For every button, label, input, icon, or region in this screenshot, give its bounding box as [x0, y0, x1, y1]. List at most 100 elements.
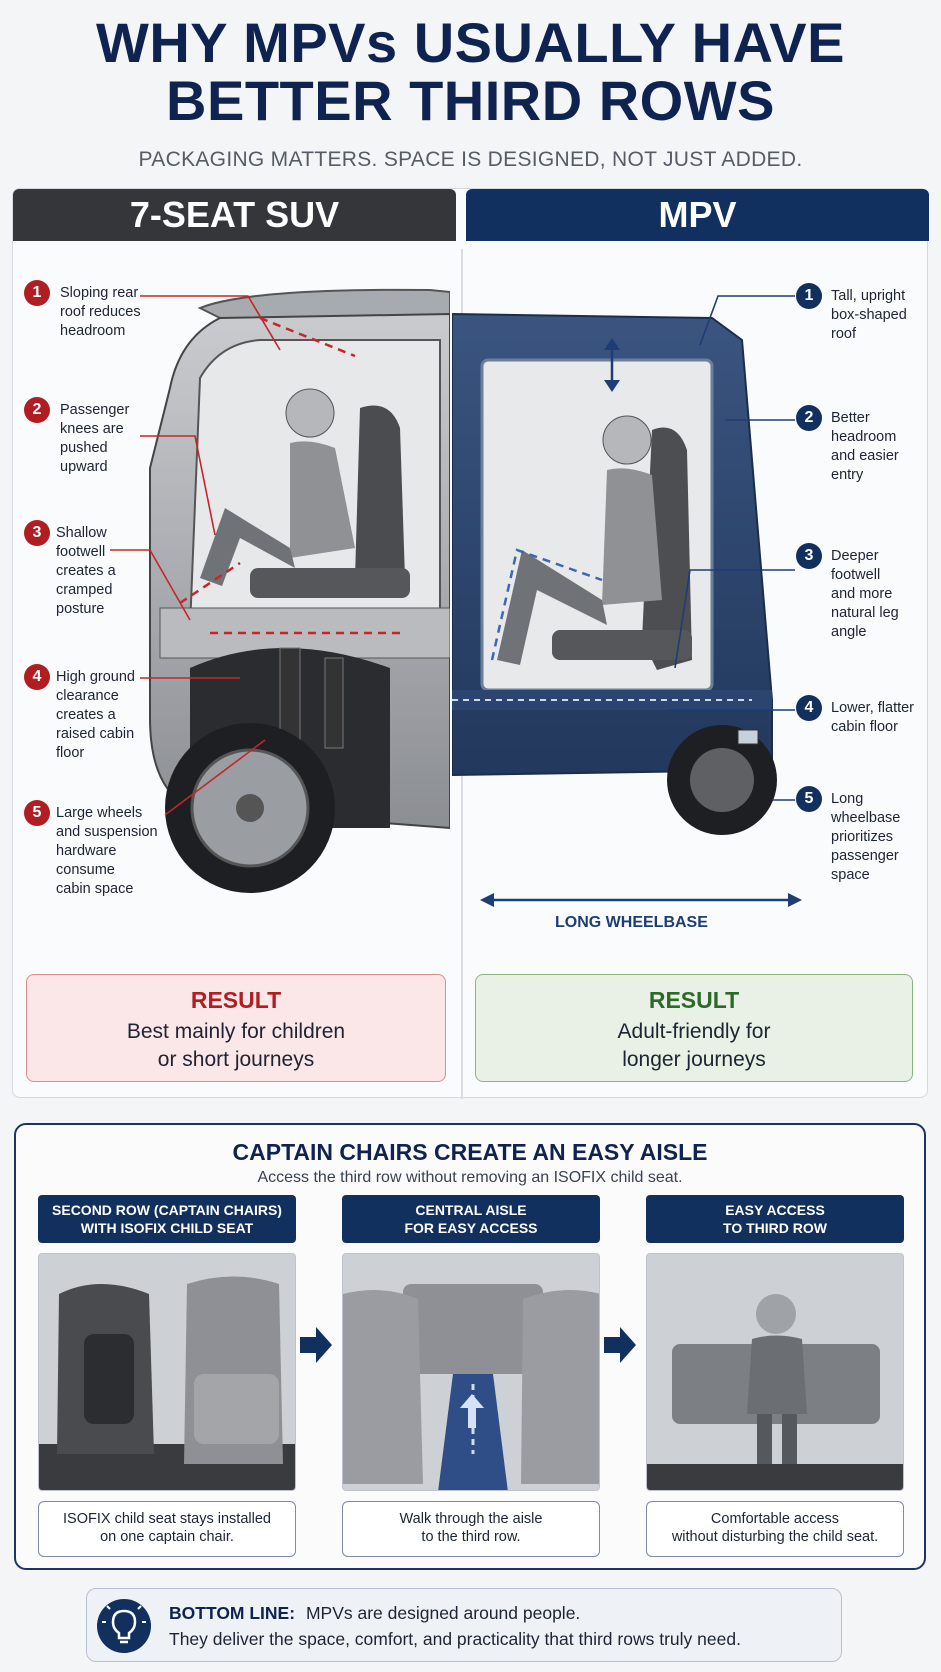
aisle-subtitle: Access the third row without removing an… — [257, 1169, 683, 1186]
callout-text: clearance — [56, 688, 119, 704]
callout-badge: 4 — [796, 695, 822, 721]
callout-text: cabin space — [56, 881, 134, 897]
step-caption: Comfortable access without disturbing th… — [646, 1501, 904, 1557]
lightbulb-icon — [97, 1599, 151, 1653]
step-caption: Walk through the aisle to the third row. — [342, 1501, 600, 1557]
step-heading: EASY ACCESS TO THIRD ROW — [646, 1195, 904, 1243]
callout-text: Passenger — [60, 402, 130, 418]
suv-cutaway-illustration — [149, 288, 450, 893]
double-arrow-icon — [480, 893, 802, 907]
arrow-up-icon — [460, 1394, 484, 1428]
callout-text: creates a — [56, 563, 116, 579]
step-heading: SECOND ROW (CAPTAIN CHAIRS) WITH ISOFIX … — [38, 1195, 296, 1243]
arrow-right-icon — [300, 1327, 332, 1363]
step-caption-line: without disturbing the child seat. — [671, 1529, 879, 1545]
callout-text: space — [831, 867, 870, 883]
callout-badge: 2 — [796, 405, 822, 431]
callout-text: Deeper — [831, 548, 879, 564]
callout-text: Lower, flatter — [831, 700, 915, 716]
step-heading-line: WITH ISOFIX CHILD SEAT — [80, 1220, 254, 1236]
callout-badge: 1 — [796, 283, 822, 309]
callout-text: box-shaped — [831, 307, 907, 323]
mpv-result-line: Adult-friendly for — [617, 1020, 771, 1043]
callout-text: entry — [831, 467, 864, 483]
callout-text: Shallow — [56, 525, 107, 541]
page-subtitle: PACKAGING MATTERS. SPACE IS DESIGNED, NO… — [138, 148, 803, 171]
callout-badge: 5 — [24, 800, 50, 826]
suv-result-line: Best mainly for children — [126, 1020, 346, 1043]
central-aisle-image — [342, 1253, 600, 1491]
callout-text: and suspension — [56, 824, 158, 840]
title-line-2: BETTER THIRD ROWS — [166, 69, 775, 132]
callout-badge: 1 — [24, 280, 50, 306]
callout-text: Tall, upright — [831, 288, 906, 304]
callout-text: Sloping rear — [60, 285, 139, 301]
step-heading-line: CENTRAL AISLE — [415, 1202, 527, 1218]
bottom-line-line1: BOTTOM LINE: MPVs are designed around pe… — [169, 1603, 580, 1624]
step-caption-line: Comfortable access — [710, 1511, 840, 1527]
mpv-cutaway-illustration — [452, 312, 777, 835]
callout-text: High ground — [56, 669, 135, 685]
callout-text: footwell — [56, 544, 106, 560]
callout-text: roof reduces — [60, 304, 141, 320]
step-heading-line: SECOND ROW (CAPTAIN CHAIRS) — [52, 1202, 282, 1218]
third-row-image — [646, 1253, 904, 1491]
step-caption-line: Walk through the aisle — [399, 1511, 543, 1527]
arrow-right-icon — [604, 1327, 636, 1363]
suv-result-line: or short journeys — [157, 1048, 315, 1071]
captain-chairs-image — [38, 1253, 296, 1491]
callout-text: knees are — [60, 421, 124, 437]
callout-text: Long — [831, 791, 864, 807]
callout-text: and easier — [831, 448, 899, 464]
title-line-1: WHY MPVs USUALLY HAVE — [95, 11, 846, 74]
callout-text: prioritizes — [831, 829, 894, 845]
callout-text: Large wheels — [56, 805, 143, 821]
step-central-aisle: CENTRAL AISLE FOR EASY ACCESS Walk throu… — [342, 1195, 600, 1557]
callout-text: cramped — [56, 582, 113, 598]
step-heading-line: EASY ACCESS — [725, 1202, 825, 1218]
step-caption: ISOFIX child seat stays installed on one… — [38, 1501, 296, 1557]
suv-result-title: RESULT — [190, 987, 282, 1013]
callout-badge: 2 — [24, 397, 50, 423]
callout-text: consume — [56, 862, 115, 878]
callout-text: wheelbase — [831, 810, 901, 826]
step-heading: CENTRAL AISLE FOR EASY ACCESS — [342, 1195, 600, 1243]
callout-text: hardware — [56, 843, 117, 859]
mpv-heading: MPV — [466, 189, 929, 241]
step-caption-line: to the third row. — [421, 1529, 521, 1545]
callout-text: floor — [56, 745, 85, 761]
page-title: WHY MPVs USUALLY HAVE BETTER THIRD ROWS — [0, 14, 941, 130]
bottom-line-label: BOTTOM LINE: — [169, 1603, 296, 1623]
callout-badge: 3 — [24, 520, 50, 546]
callout-text: upward — [60, 459, 108, 475]
captain-chairs-panel: CAPTAIN CHAIRS CREATE AN EASY AISLE Acce… — [14, 1123, 926, 1570]
suv-heading: 7-SEAT SUV — [13, 189, 456, 241]
callout-text: natural leg — [831, 605, 899, 621]
bottom-line-line2: They deliver the space, comfort, and pra… — [169, 1629, 741, 1649]
wheelbase-label: LONG WHEELBASE — [555, 914, 708, 931]
callout-text: Better — [831, 410, 870, 426]
mpv-result-line: longer journeys — [622, 1048, 766, 1071]
step-heading-line: FOR EASY ACCESS — [404, 1220, 538, 1236]
callout-text: creates a — [56, 707, 116, 723]
bottom-line-box: BOTTOM LINE: MPVs are designed around pe… — [86, 1588, 842, 1662]
callout-text: headroom — [831, 429, 897, 445]
callout-text: raised cabin — [56, 726, 135, 742]
mpv-result-title: RESULT — [648, 987, 740, 1013]
callout-text: roof — [831, 326, 856, 342]
callout-text: angle — [831, 624, 867, 640]
callout-text: cabin floor — [831, 719, 898, 735]
bottom-line-text: MPVs are designed around people. — [305, 1603, 581, 1623]
callout-badge: 3 — [796, 543, 822, 569]
callout-text: posture — [56, 601, 105, 617]
step-third-row: EASY ACCESS TO THIRD ROW Comfortable acc… — [646, 1195, 904, 1557]
step-heading-line: TO THIRD ROW — [723, 1220, 827, 1236]
step-second-row: SECOND ROW (CAPTAIN CHAIRS) WITH ISOFIX … — [38, 1195, 296, 1557]
step-caption-line: on one captain chair. — [100, 1529, 234, 1545]
callout-badge: 4 — [24, 664, 50, 690]
callout-text: and more — [831, 586, 893, 602]
callout-text: pushed — [60, 440, 108, 456]
mpv-result-box: RESULT Adult-friendly for longer journey… — [475, 974, 913, 1082]
step-caption-line: ISOFIX child seat stays installed — [63, 1511, 271, 1527]
callout-text: headroom — [60, 323, 126, 339]
